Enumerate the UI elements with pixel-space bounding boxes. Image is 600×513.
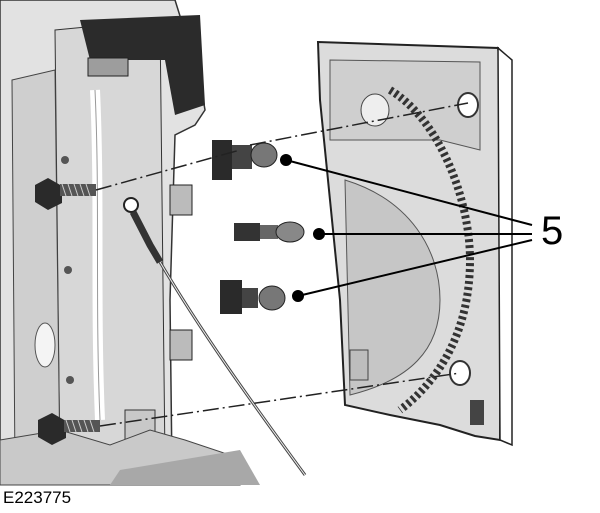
figure-id: E223775 xyxy=(3,488,72,507)
wiring-harness xyxy=(123,184,307,476)
bulb-socket-middle xyxy=(234,221,305,243)
bulb-socket-lower xyxy=(220,280,286,314)
upper-screw xyxy=(35,178,96,210)
bulb-socket-upper xyxy=(212,140,278,180)
alignment-lines xyxy=(95,102,469,427)
callout-number: 5 xyxy=(541,209,564,253)
vehicle-body-panel xyxy=(0,0,206,481)
tail-lamp-housing xyxy=(316,40,513,447)
lower-screw xyxy=(38,413,100,445)
lower-body-area xyxy=(0,429,260,486)
callout-leaders xyxy=(280,154,533,302)
